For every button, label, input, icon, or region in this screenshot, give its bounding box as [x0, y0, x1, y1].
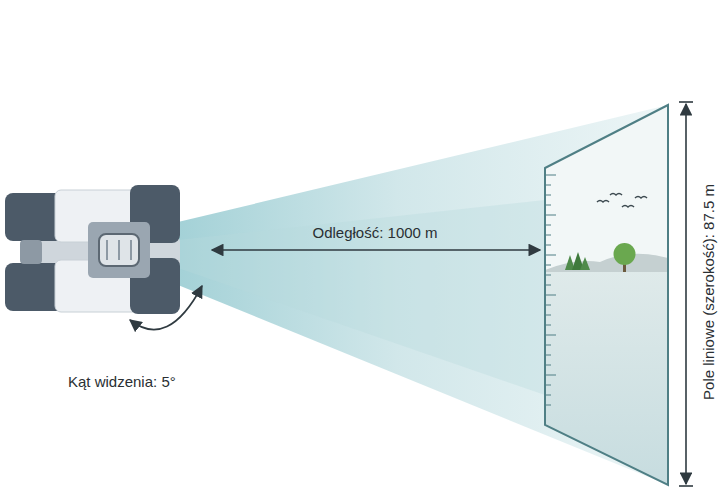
width-arrow-part [679, 101, 693, 103]
scale-ticks-part [546, 315, 551, 316]
binoculars-part [99, 234, 139, 266]
scale-ticks-part [546, 305, 551, 306]
view-plane-part [622, 206, 634, 208]
binoculars-part [88, 222, 150, 278]
scale-ticks-part [546, 295, 556, 296]
scale-ticks-part [546, 375, 556, 376]
view-plane-part [580, 257, 590, 270]
scale-ticks-part [546, 275, 551, 276]
light-beam-part [178, 200, 545, 395]
field-width-label: Pole liniowe (szerokość): 87.5 m [700, 184, 718, 400]
scale-ticks-part [546, 365, 551, 366]
scale-ticks-part [546, 325, 551, 326]
plane-outline [545, 105, 668, 485]
view-plane-part [614, 243, 636, 265]
distance-arrow [212, 249, 540, 251]
scale-ticks-part [546, 255, 556, 256]
scale-ticks-part [546, 405, 551, 406]
binoculars [5, 185, 180, 314]
scale-ticks-part [546, 385, 551, 386]
scale-ticks-part [546, 355, 551, 356]
view-plane-part [540, 270, 675, 490]
scale-ticks-part [546, 185, 551, 186]
binoculars-part [130, 240, 132, 260]
scale-ticks-part [546, 345, 551, 346]
scale-ticks-part [546, 215, 556, 216]
width-arrow-part [685, 104, 687, 484]
scale-ticks-part [546, 225, 551, 226]
distance-label: Odległość: 1000 m [313, 224, 438, 242]
view-plane-part [540, 100, 675, 270]
scale-ticks-part [546, 235, 551, 236]
scale-ticks-part [546, 265, 551, 266]
view-plane-part [635, 197, 647, 199]
binoculars-part [118, 240, 120, 260]
scale-ticks [546, 175, 556, 405]
scale-ticks-part [546, 285, 551, 286]
view-plane-part [545, 254, 668, 272]
binoculars-part [20, 240, 42, 264]
angle-arrow [130, 286, 202, 330]
scale-ticks-part [546, 335, 556, 336]
view-plane [540, 100, 675, 490]
scale-ticks-part [546, 175, 556, 176]
scale-ticks-part [546, 205, 551, 206]
scale-ticks-part [546, 395, 551, 396]
scale-ticks-part [546, 245, 551, 246]
binoculars-part [106, 240, 108, 260]
view-plane-part [610, 194, 622, 196]
view-plane-part [597, 201, 609, 203]
scale-ticks-part [546, 195, 551, 196]
angle-label: Kąt widzenia: 5° [68, 373, 176, 391]
width-arrow [679, 102, 693, 486]
width-arrow-part [679, 485, 693, 487]
